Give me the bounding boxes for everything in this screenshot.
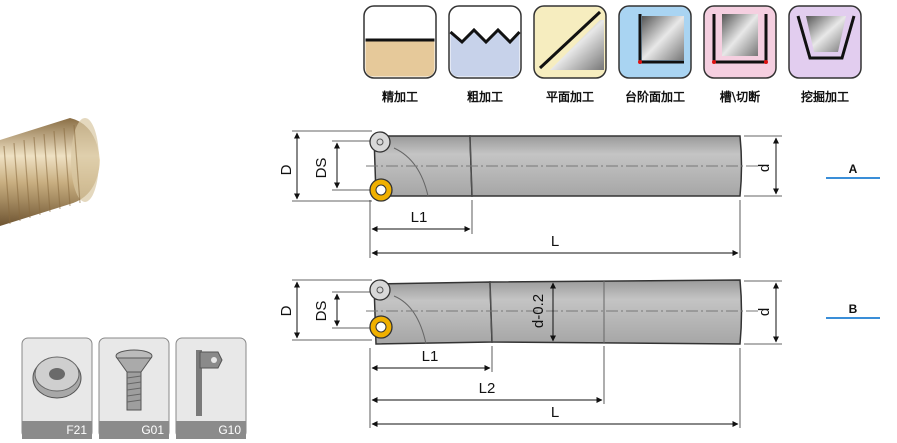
finishing-icon [363, 5, 437, 79]
operation-icons [363, 5, 862, 79]
insert-code-g01: G01 [99, 421, 169, 439]
variant-a-labels: D DS d L1 L [278, 158, 773, 250]
dim-b-d: d [756, 308, 773, 316]
dim-a-D: D [278, 164, 295, 175]
variant-b-drawing [292, 279, 782, 428]
dim-b-L2: L2 [479, 380, 496, 397]
variant-a-label: A [826, 162, 880, 179]
dim-b-taper: d-0.2 [530, 294, 547, 328]
variant-b-label: B [826, 302, 880, 319]
slotting-icon [703, 5, 777, 79]
op-label-finishing: 精加工 [381, 90, 418, 104]
pocketing-icon [788, 5, 862, 79]
cutter-photo [0, 118, 100, 226]
insert-code-f21: F21 [22, 421, 92, 439]
dim-b-L: L [551, 404, 559, 421]
variant-b-labels: D DS d-0.2 d L1 L2 L [278, 294, 773, 421]
dim-a-L1: L1 [411, 209, 428, 226]
op-label-slotting: 槽\切断 [719, 90, 761, 104]
dim-b-D: D [278, 305, 295, 316]
round-insert-icon [21, 337, 93, 439]
insert-code-g10: G10 [176, 421, 246, 439]
op-label-roughing: 粗加工 [466, 90, 503, 104]
dim-a-DS: DS [313, 158, 330, 179]
dim-b-DS: DS [313, 301, 330, 322]
op-label-shoulder-milling: 台阶面加工 [624, 90, 685, 104]
variant-a-drawing [292, 130, 782, 258]
shoulder-milling-icon [618, 5, 692, 79]
face-milling-icon [533, 5, 607, 79]
dim-a-L: L [551, 233, 559, 250]
op-label-pocketing: 挖掘加工 [800, 90, 849, 104]
roughing-icon [448, 5, 522, 79]
op-label-face-milling: 平面加工 [545, 90, 594, 104]
clamp-screw-icon [98, 337, 170, 439]
dim-a-d: d [756, 164, 773, 172]
accessory-icons [21, 337, 247, 439]
dim-b-L1: L1 [422, 348, 439, 365]
